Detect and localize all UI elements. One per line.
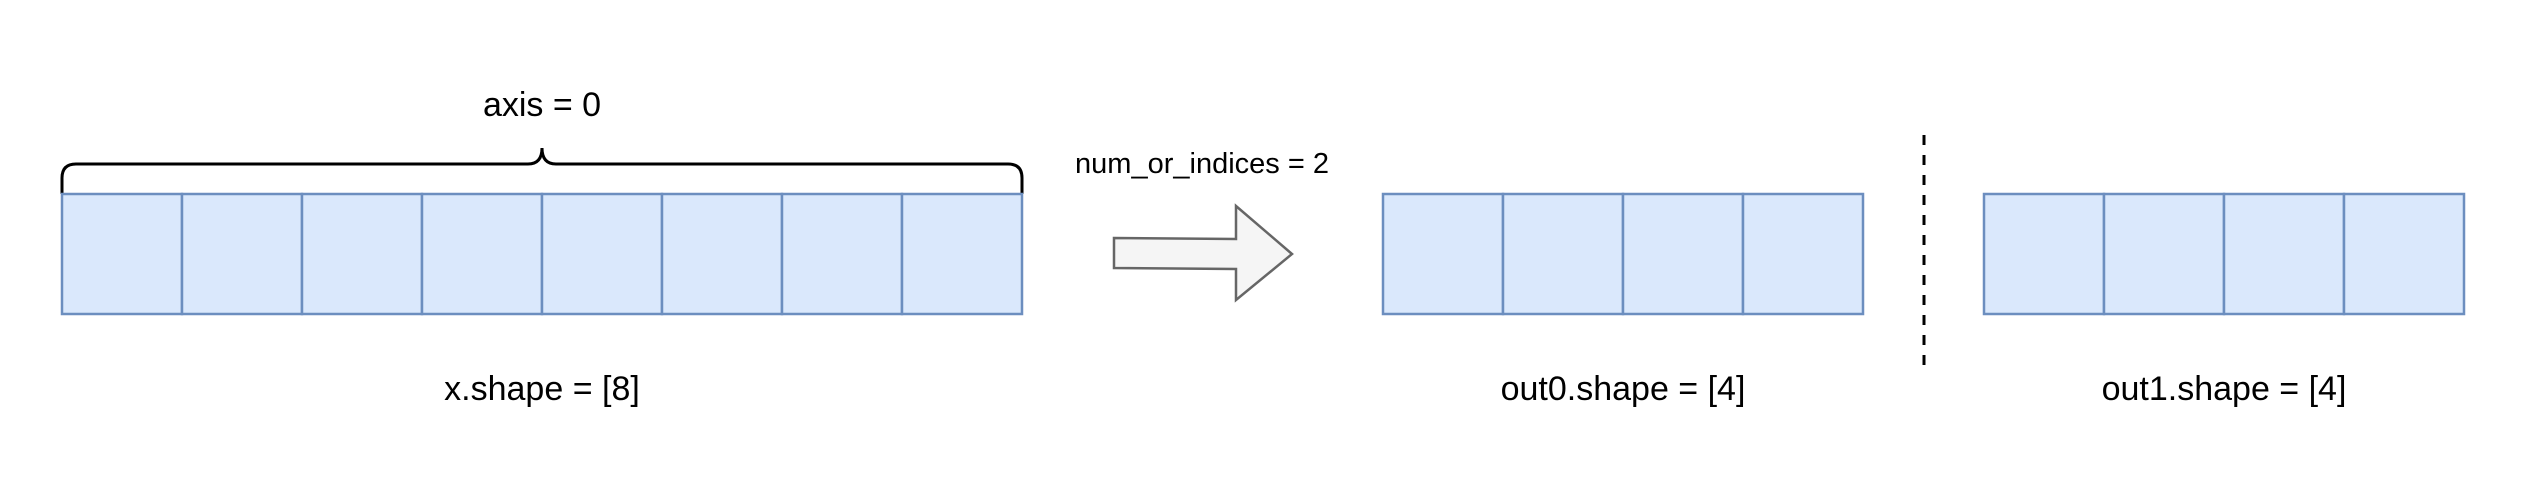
split-arrow xyxy=(1112,203,1294,303)
out0-cell-1 xyxy=(1501,192,1625,316)
out1-cell-1 xyxy=(2102,192,2226,316)
output-array-0 xyxy=(1381,192,1865,316)
input-cell-2 xyxy=(300,192,424,316)
input-cell-3 xyxy=(420,192,544,316)
output-1-shape-label: out1.shape = [4] xyxy=(2102,370,2347,408)
out1-cell-2 xyxy=(2222,192,2346,316)
input-cell-7 xyxy=(900,192,1024,316)
axis-label: axis = 0 xyxy=(483,86,601,124)
out0-cell-2 xyxy=(1621,192,1745,316)
input-shape-label: x.shape = [8] xyxy=(444,370,640,408)
output-array-1 xyxy=(1982,192,2466,316)
output-0-shape-label: out0.shape = [4] xyxy=(1501,370,1746,408)
out1-cell-3 xyxy=(2342,192,2466,316)
input-cell-1 xyxy=(180,192,304,316)
out0-cell-3 xyxy=(1741,192,1865,316)
axis-brace xyxy=(60,147,1024,194)
input-array xyxy=(60,192,1024,316)
input-cell-4 xyxy=(540,192,664,316)
input-cell-6 xyxy=(780,192,904,316)
input-cell-0 xyxy=(60,192,184,316)
operation-label: num_or_indices = 2 xyxy=(1075,148,1329,180)
out1-cell-0 xyxy=(1982,192,2106,316)
out0-cell-0 xyxy=(1381,192,1505,316)
input-cell-5 xyxy=(660,192,784,316)
